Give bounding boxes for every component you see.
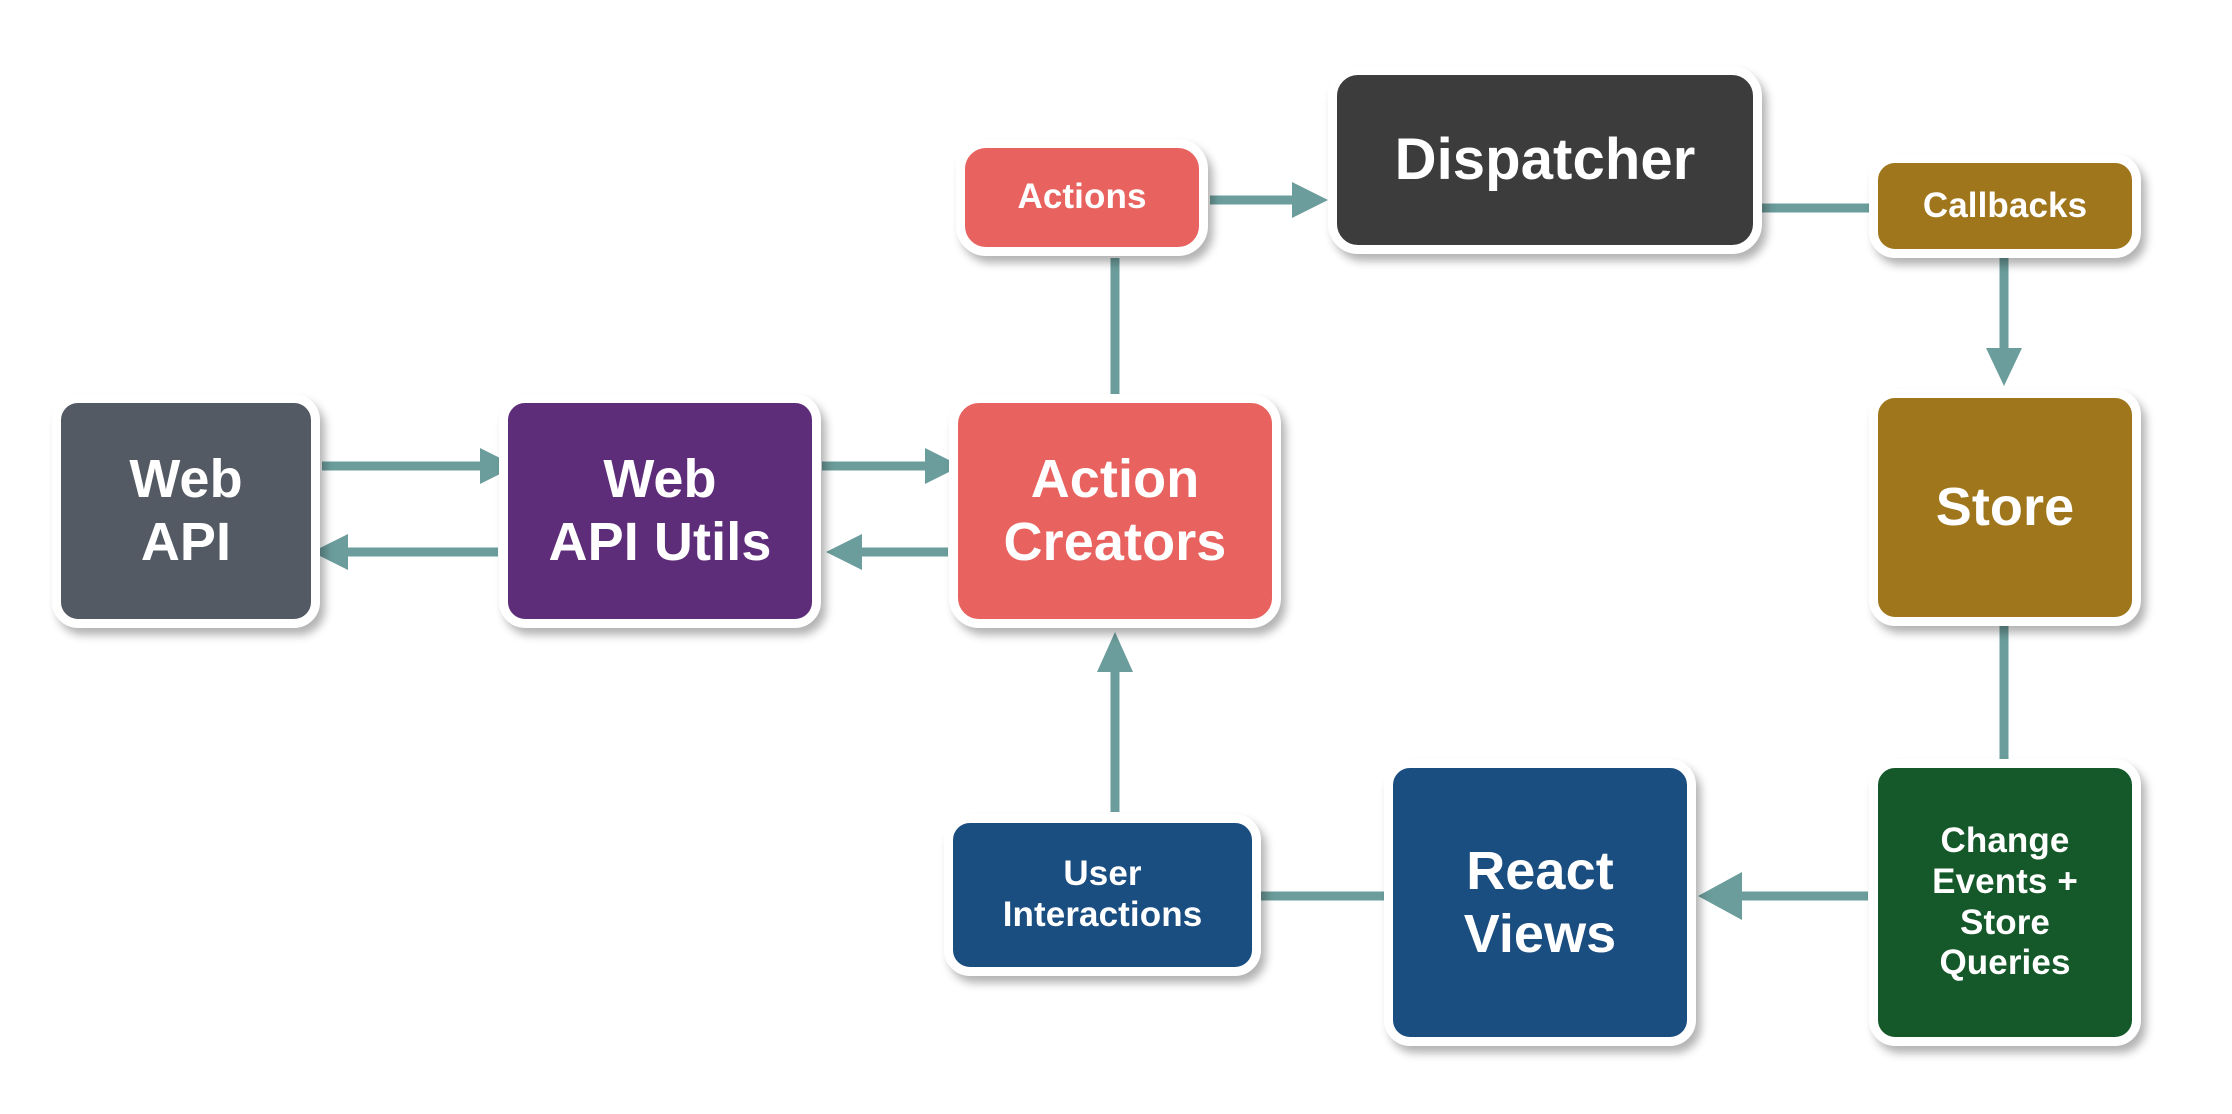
node-react-views-label: React Views bbox=[1463, 840, 1617, 964]
edge-callbacks-to-store bbox=[1986, 258, 2022, 386]
node-web-api[interactable]: Web API bbox=[52, 394, 320, 628]
edge-change-events-to-react-views bbox=[1698, 872, 1868, 920]
edge-actions-to-dispatcher bbox=[1210, 182, 1328, 218]
node-web-api-utils-label: Web API Utils bbox=[548, 449, 772, 572]
node-web-api-utils[interactable]: Web API Utils bbox=[499, 394, 821, 628]
node-change-events-label: Change Events + Store Queries bbox=[1932, 821, 2078, 983]
node-web-api-label: Web API bbox=[129, 449, 243, 572]
node-dispatcher-label: Dispatcher bbox=[1394, 127, 1696, 193]
edge-web-api-utils-to-action-creators bbox=[822, 448, 961, 484]
node-store[interactable]: Store bbox=[1869, 389, 2141, 626]
edge-action-creators-to-web-api-utils bbox=[826, 534, 948, 570]
edge-web-api-to-web-api-utils bbox=[322, 448, 516, 484]
node-callbacks[interactable]: Callbacks bbox=[1869, 154, 2141, 258]
node-user-interactions-label: User Interactions bbox=[1002, 854, 1203, 934]
node-actions[interactable]: Actions bbox=[956, 139, 1208, 256]
node-action-creators-label: Action Creators bbox=[1003, 449, 1227, 572]
node-actions-label: Actions bbox=[1017, 177, 1147, 217]
node-callbacks-label: Callbacks bbox=[1922, 185, 2088, 225]
node-react-views[interactable]: React Views bbox=[1384, 759, 1696, 1046]
node-change-events[interactable]: Change Events + Store Queries bbox=[1869, 759, 2141, 1046]
node-action-creators[interactable]: Action Creators bbox=[949, 394, 1281, 628]
node-dispatcher[interactable]: Dispatcher bbox=[1328, 66, 1762, 254]
node-user-interactions[interactable]: User Interactions bbox=[944, 814, 1261, 976]
edge-web-api-utils-to-web-api bbox=[312, 534, 498, 570]
edge-user-interactions-to-action-creators bbox=[1097, 632, 1133, 812]
node-store-label: Store bbox=[1935, 477, 2075, 538]
